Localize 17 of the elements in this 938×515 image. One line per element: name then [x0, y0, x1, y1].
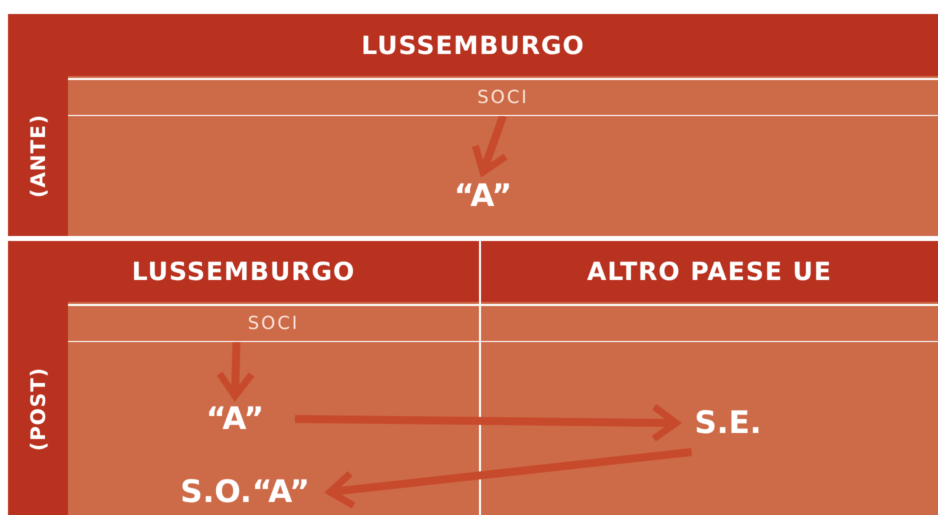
- table-panel: [8, 14, 938, 236]
- column-header: LUSSEMBURGO: [8, 14, 938, 76]
- entity-label: “A”: [175, 396, 295, 442]
- row-label: SOCI: [68, 304, 479, 342]
- row-label: SOCI: [68, 78, 938, 116]
- entity-label: S.E.: [676, 394, 780, 452]
- arrow: [326, 448, 692, 509]
- entity-label: “A”: [408, 172, 558, 220]
- arrow: [472, 114, 509, 176]
- column-header: ALTRO PAESE UE: [481, 241, 938, 302]
- column-header: LUSSEMBURGO: [8, 241, 479, 302]
- panel-label: (POST): [26, 366, 50, 450]
- arrow: [294, 403, 680, 442]
- panel-label: (ANTE): [26, 114, 50, 198]
- arrow: [216, 342, 256, 400]
- table-panel: [8, 241, 938, 515]
- entity-label: S.O.“A”: [160, 470, 330, 514]
